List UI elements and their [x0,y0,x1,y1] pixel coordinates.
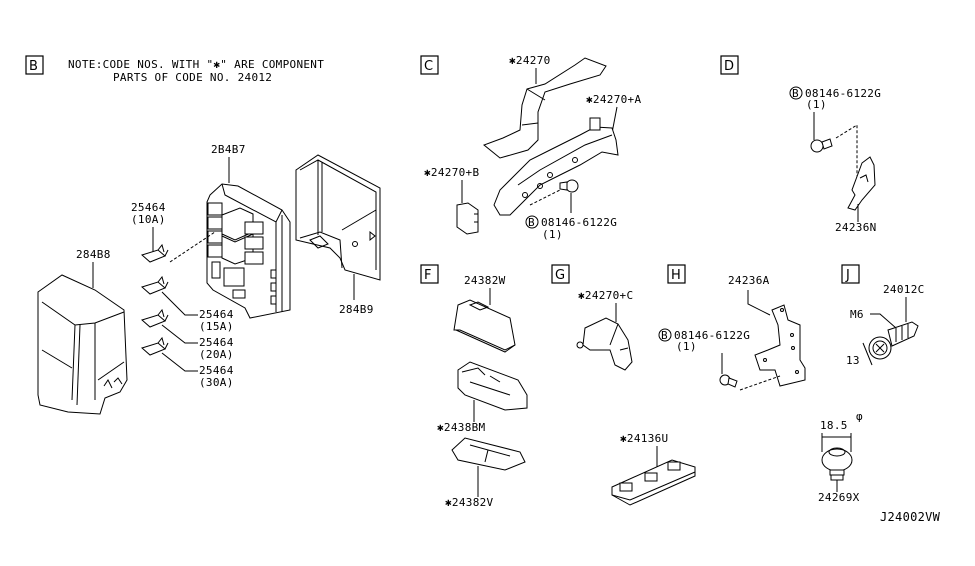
diagram-code: J24002VW [880,510,941,524]
label-24236n[interactable]: 24236N [835,221,877,234]
label-24269x[interactable]: 24269X [818,491,860,504]
section-c-letter: C [424,59,433,74]
bolt-d-marker: B [792,87,799,100]
bracket-284b9-drawing [295,154,381,281]
section-f-marker [420,264,439,284]
label-bolt-c-qty: (1) [542,228,563,241]
label-24270-c[interactable]: ✱24270+C [578,289,633,302]
label-284b8[interactable]: 284B8 [76,248,111,261]
section-b-marker [25,55,44,75]
section-b-letter: B [29,59,38,74]
bolt-c-marker: B [528,216,535,229]
label-fuse-20a-code[interactable]: 25464 [199,336,234,349]
section-j: J 24012C M6 13 18.5 φ 24269X [818,264,925,504]
junction-block-drawing [206,183,291,319]
label-fuse-30a-rating: (30A) [199,376,234,389]
section-c: C ✱24270 ✱24270+A ✱24270+B [420,54,641,241]
section-g: G ✱24270+C ✱24136U [551,264,696,506]
section-d-marker [720,55,739,75]
section-b: B NOTE:CODE NOS. WITH "✱" ARE COMPONENT … [25,55,381,415]
section-c-marker [420,55,439,75]
label-24270-a[interactable]: ✱24270+A [586,93,641,106]
label-m6: M6 [850,308,864,321]
label-24270-b[interactable]: ✱24270+B [424,166,479,179]
section-h-marker [667,264,686,284]
label-18-5: 18.5 [820,419,848,432]
bolt-h-marker: B [661,329,668,342]
clip-24269x-drawing [821,447,853,481]
label-13: 13 [846,354,860,367]
cover-24382w-drawing [453,299,516,353]
harness-24270-c-drawing [576,317,633,371]
screw-24012c-drawing [868,321,919,360]
section-j-marker [841,264,860,284]
label-2438bm[interactable]: ✱2438BM [437,421,486,434]
label-bolt-h[interactable]: 08146-6122G [674,329,750,342]
section-g-marker [551,264,570,284]
section-f-letter: F [424,268,431,283]
section-d-letter: D [724,59,734,74]
box-2438bm-drawing [457,361,528,411]
bolt-h-drawing [719,374,738,388]
label-fuse-10a-code[interactable]: 25464 [131,201,166,214]
label-bolt-c[interactable]: 08146-6122G [541,216,617,229]
section-h: H 24236A B 08146-6122G (1) [658,264,806,391]
label-fuse-15a-rating: (15A) [199,320,234,333]
label-24382w[interactable]: 24382W [464,274,506,287]
label-24236a[interactable]: 24236A [728,274,770,287]
bolt-d-drawing [810,138,833,153]
bolt-c-drawing [559,179,579,193]
note-line-2: PARTS OF CODE NO. 24012 [113,71,272,84]
section-d: D B 08146-6122G (1) 24236N [720,55,881,234]
label-24136u[interactable]: ✱24136U [620,432,668,445]
label-fuse-30a-code[interactable]: 25464 [199,364,234,377]
label-phi: φ [856,410,863,423]
section-j-letter: J [845,268,850,283]
fuse-15a-drawing [140,275,169,295]
harness-24270-a-drawing [493,117,619,216]
label-24012c[interactable]: 24012C [883,283,925,296]
bolt-d-marker-circle [789,86,803,100]
harness-24270-b-drawing [456,202,479,235]
label-284b9[interactable]: 284B9 [339,303,374,316]
label-2b4b7[interactable]: 2B4B7 [211,143,246,156]
label-24270[interactable]: ✱24270 [509,54,551,67]
cover-284b8-drawing [37,274,128,415]
label-24382v[interactable]: ✱24382V [445,496,494,509]
bolt-h-marker-circle [658,328,672,342]
label-bolt-d[interactable]: 08146-6122G [805,87,881,100]
section-g-letter: G [555,268,565,283]
note-line-1: NOTE:CODE NOS. WITH "✱" ARE COMPONENT [68,58,324,71]
label-bolt-h-qty: (1) [676,340,697,353]
bracket-24236n-drawing [847,156,876,211]
fuse-30a-drawing [140,336,169,356]
base-24382v-drawing [451,437,526,471]
fuse-20a-drawing [140,308,169,328]
label-bolt-d-qty: (1) [806,98,827,111]
section-h-letter: H [671,268,681,283]
bolt-c-marker-circle [525,215,539,229]
label-fuse-15a-code[interactable]: 25464 [199,308,234,321]
label-fuse-20a-rating: (20A) [199,348,234,361]
harness-24270-drawing [483,57,607,159]
label-fuse-10a-rating: (10A) [131,213,166,226]
holder-24136u-drawing [611,459,696,506]
section-f: F 24382W ✱2438BM ✱24382V [420,264,528,509]
bracket-24236a-drawing [754,304,806,387]
fuse-10a-drawing [140,243,169,263]
